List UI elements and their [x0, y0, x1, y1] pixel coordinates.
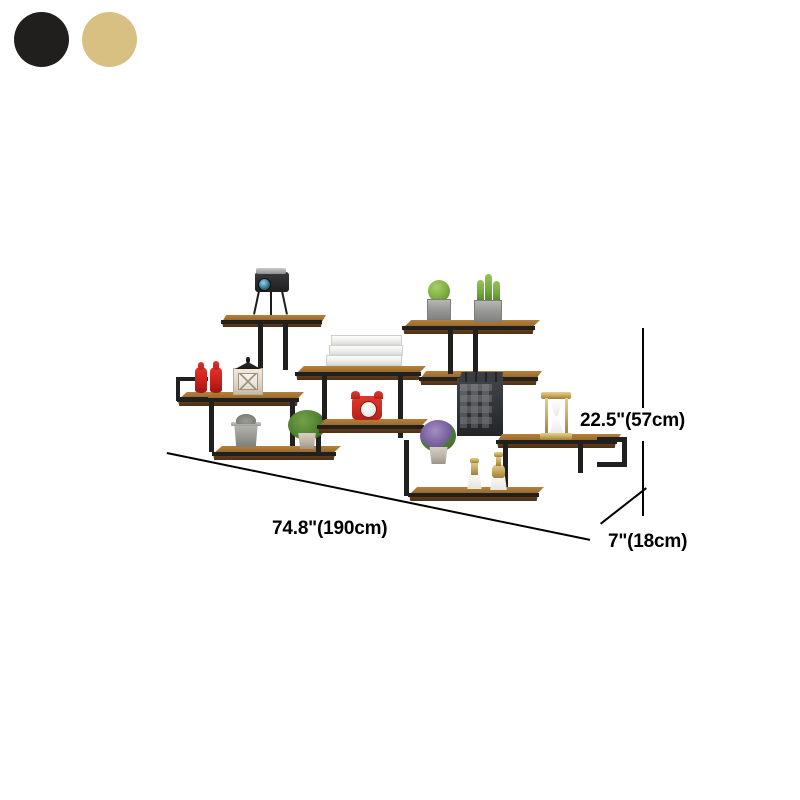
- shelf-upper-left-frame-front: [177, 398, 299, 402]
- color-swatch-gold[interactable]: [82, 12, 137, 67]
- gold-bottle-left-neck: [471, 462, 478, 475]
- cactus-column-stem-mid: [485, 274, 492, 303]
- gold-bottle-right-neck: [496, 456, 501, 466]
- camera-tripod-leg-right: [281, 290, 288, 315]
- white-book-top: [331, 335, 402, 346]
- shelf-lower-right-edge: [497, 441, 616, 448]
- gold-bottle-right-cap: [494, 452, 503, 457]
- shelf-bottom-right-frame-front: [408, 493, 539, 497]
- hourglass-post-left: [545, 398, 548, 435]
- shelf-lower-left-surface: [213, 446, 341, 454]
- shelf-bottom-right-surface: [409, 487, 544, 495]
- lavender-plant-pot: [429, 447, 448, 464]
- post-upper-left-a: [209, 400, 214, 452]
- dark-books-block: [457, 378, 503, 436]
- dark-books-grid-texture: [460, 384, 492, 428]
- gold-bottle-right-body: [492, 464, 505, 478]
- gold-bottle-left-cap: [470, 458, 479, 463]
- bucket-plant-tuft: [236, 414, 256, 424]
- red-vase-left-neck: [198, 362, 204, 370]
- color-swatch-black[interactable]: [14, 12, 69, 67]
- shelf-upper-left-surface: [178, 392, 304, 400]
- end-rail-right-bottom: [597, 462, 627, 467]
- end-rail-left-bottom: [176, 397, 208, 401]
- hourglass-glass-lower: [549, 416, 564, 434]
- shelf-upper-left-edge: [178, 399, 298, 406]
- red-vase-left: [195, 367, 207, 393]
- dimension-line-depth: [600, 487, 647, 525]
- color-swatch-row: [0, 0, 160, 80]
- lantern-roof: [235, 362, 261, 369]
- dimension-label-depth: 7"(18cm): [608, 531, 688, 552]
- end-rail-left-top: [176, 377, 208, 381]
- post-top-right-a: [448, 330, 453, 374]
- gold-bottle-left-base: [467, 474, 482, 489]
- dimension-label-height: 22.5"(57cm): [580, 410, 686, 431]
- shelf-top-right-frame-front: [402, 326, 535, 330]
- shelf-top-left-surface: [222, 315, 326, 322]
- end-rail-right-top: [597, 437, 627, 442]
- hourglass-glass-upper: [549, 399, 564, 417]
- cactus-column-pot: [474, 300, 502, 322]
- alarm-clock-bell-right: [374, 391, 383, 399]
- dark-books-spines: [458, 372, 503, 382]
- metal-bucket: [234, 424, 258, 447]
- shelf-bottom-right-edge: [409, 494, 538, 501]
- post-top-left-b: [283, 324, 288, 370]
- shelf-middle-left-surface: [296, 366, 426, 374]
- hourglass-base-plate: [540, 433, 572, 440]
- metal-bucket-rim: [231, 422, 261, 426]
- post-bottom-right-c: [578, 443, 583, 473]
- vintage-camera-lens: [258, 278, 271, 291]
- post-top-right-b: [473, 330, 478, 374]
- post-bottom-right-b: [503, 443, 508, 489]
- cactus-column-stem-left: [477, 280, 484, 303]
- shelf-lower-right-frame-front: [496, 440, 617, 444]
- end-rail-right-vertical: [622, 437, 627, 467]
- hourglass-post-right: [565, 398, 568, 435]
- hourglass-top-plate: [541, 392, 571, 399]
- lantern-finial: [246, 357, 250, 363]
- cactus-round-pot: [427, 299, 451, 320]
- red-vase-right-neck: [213, 361, 219, 370]
- red-vase-right: [210, 367, 222, 393]
- lavender-plant-foliage: [420, 420, 456, 452]
- post-top-left-a: [258, 324, 263, 370]
- shelf-middle-left-frame-front: [295, 372, 421, 376]
- alarm-clock-face: [360, 401, 377, 418]
- vintage-camera-top-plate: [256, 268, 286, 274]
- cactus-round: [428, 280, 450, 302]
- camera-tripod-leg-left: [253, 290, 260, 315]
- cactus-column-stem-right: [493, 281, 500, 303]
- green-plant-pot: [298, 433, 316, 449]
- camera-tripod-leg-center: [270, 291, 272, 315]
- end-rail-left-vertical: [176, 377, 180, 401]
- shelf-lower-left-frame-front: [212, 452, 336, 456]
- shelf-top-left-frame-front: [221, 320, 322, 324]
- white-book-bottom: [326, 355, 402, 366]
- post-center-a: [322, 376, 327, 420]
- white-book-middle: [329, 345, 403, 356]
- post-bottom-right-a: [404, 440, 409, 496]
- shelf-top-left-edge: [222, 321, 322, 327]
- dimension-label-width: 74.8"(190cm): [272, 518, 388, 539]
- lantern-cross-brace: [238, 373, 258, 390]
- alarm-clock-bell-left: [351, 391, 360, 399]
- gold-bottle-right-base: [490, 476, 507, 490]
- shelf-middle-left-edge: [296, 373, 420, 380]
- post-center-b: [398, 376, 403, 438]
- shelf-lower-left-edge: [213, 453, 335, 460]
- shelf-middle-center-surface: [318, 419, 428, 427]
- dimension-line-height-upper: [642, 328, 644, 408]
- post-lower-left-right: [316, 420, 321, 456]
- dimension-line-height-lower: [642, 441, 644, 516]
- shelf-middle-center-frame-front: [317, 425, 424, 429]
- shelf-top-right-edge: [403, 327, 534, 334]
- shelf-top-right-surface: [403, 320, 540, 328]
- shelf-middle-center-edge: [318, 426, 423, 433]
